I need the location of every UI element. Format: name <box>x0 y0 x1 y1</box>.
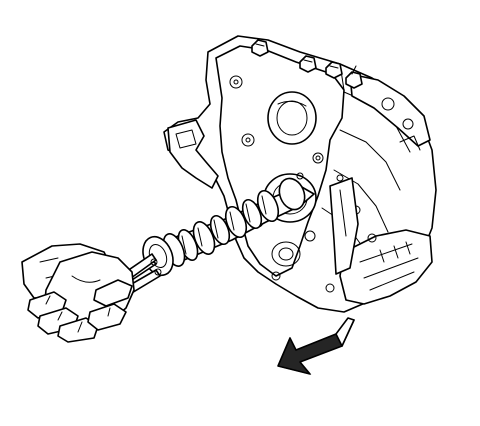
thumb <box>93 279 133 307</box>
left-flange <box>167 119 219 189</box>
camshaft-front-journal <box>278 177 306 211</box>
cover-boss-2 <box>241 133 255 147</box>
hand <box>21 243 135 343</box>
cover-boss-3 <box>312 152 324 164</box>
engine-block <box>163 35 437 313</box>
front-cover-bolts <box>251 39 363 89</box>
cover-boss-5 <box>304 230 316 242</box>
block-side-rib-3 <box>333 169 389 233</box>
oil-pan-rail <box>339 229 433 305</box>
crank-bore <box>271 241 301 267</box>
cover-boss-6 <box>271 271 281 281</box>
direction-arrow-icon <box>277 317 355 375</box>
camshaft <box>142 177 315 277</box>
finger-3 <box>57 317 99 343</box>
camshaft-lobes <box>162 189 280 267</box>
cover-boss-1 <box>229 75 243 89</box>
block-web <box>329 177 359 275</box>
upper-bore <box>267 91 317 145</box>
block-side-rib-2 <box>339 129 401 191</box>
finger-4 <box>87 303 127 331</box>
